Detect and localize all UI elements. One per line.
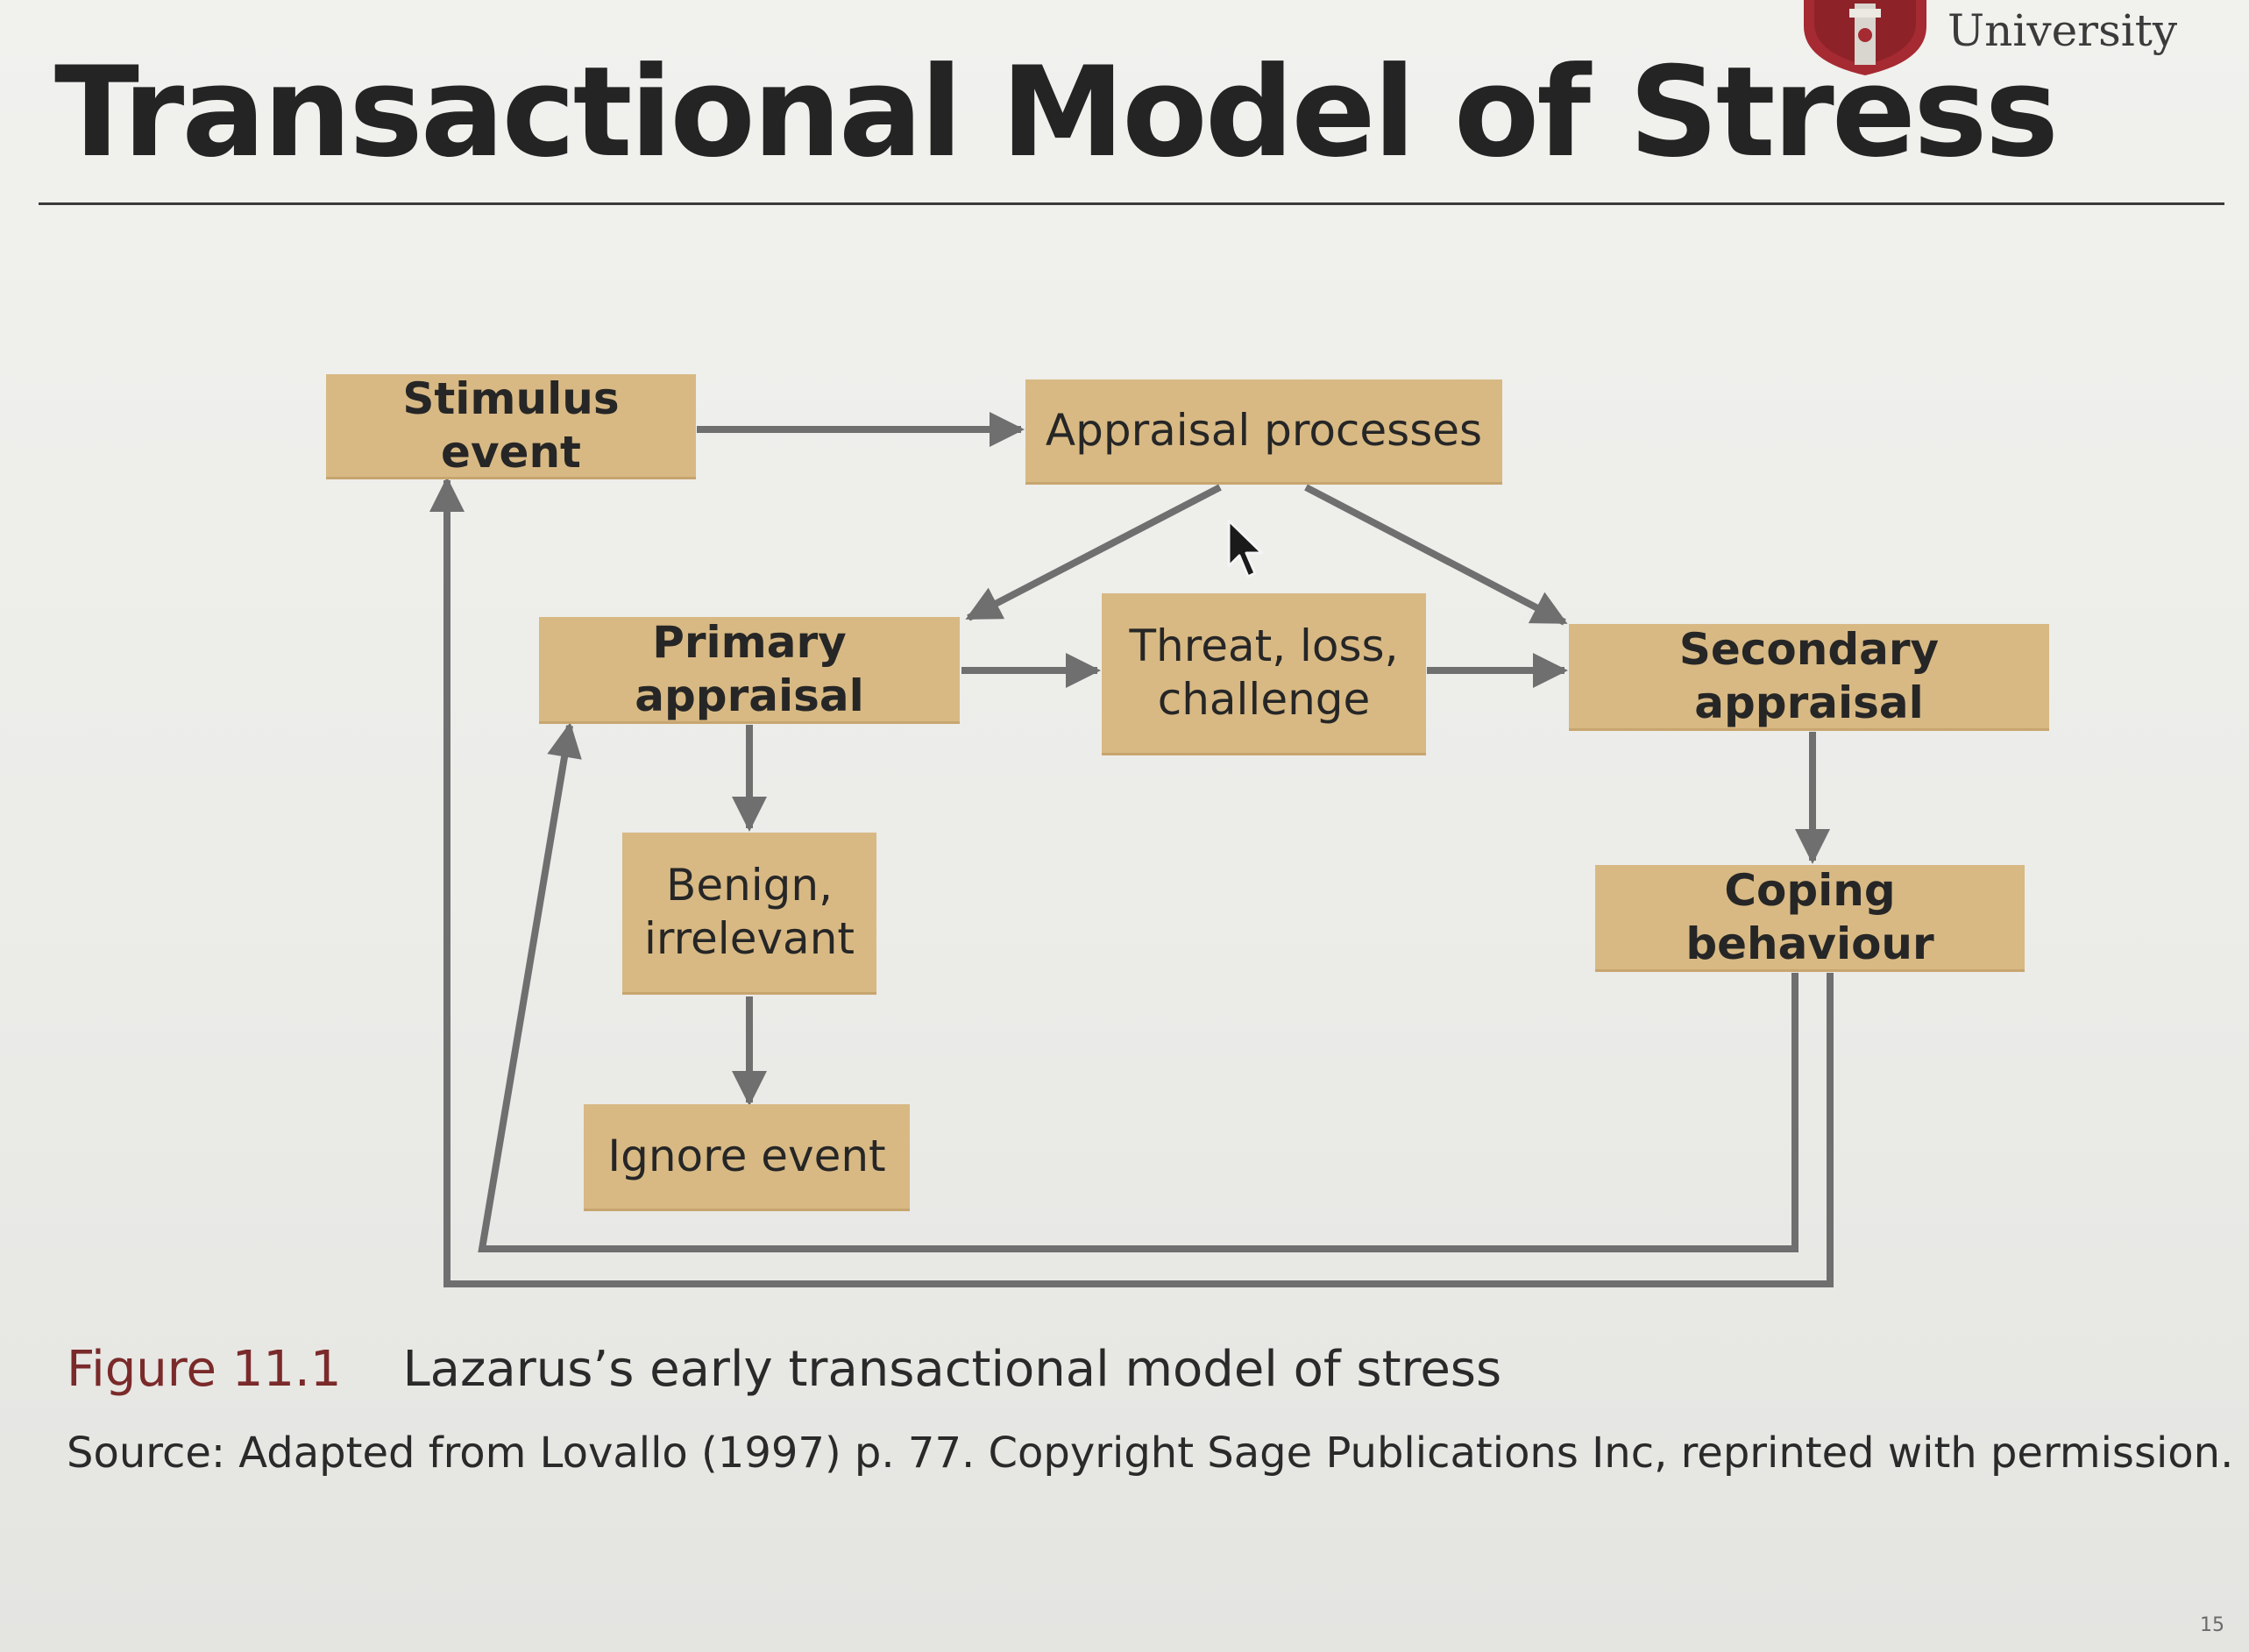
title-divider xyxy=(39,202,2224,205)
arrow-appraisal-to-secondary xyxy=(1304,484,1568,626)
node-ignore-event: Ignore event xyxy=(584,1104,910,1211)
node-benign-irrelevant: Benign, irrelevant xyxy=(622,833,876,995)
arrow-appraisal-to-primary xyxy=(965,484,1222,621)
figure-label: Figure 11.1 xyxy=(67,1341,342,1398)
feedback-coping-to-primary xyxy=(478,722,1798,1252)
node-stimulus-event: Stimulus event xyxy=(326,373,696,479)
node-threat-loss-challenge: Threat, loss, challenge xyxy=(1102,593,1426,755)
node-secondary-appraisal: Secondary appraisal xyxy=(1569,624,2049,731)
figure-caption: Figure 11.1 Lazarus’s early transactional… xyxy=(67,1341,1501,1398)
university-name: University xyxy=(1947,5,2178,56)
node-primary-appraisal: Primary appraisal xyxy=(539,617,960,724)
feedback-coping-to-stimulus xyxy=(429,477,1834,1287)
figure-source: Source: Adapted from Lovallo (1997) p. 7… xyxy=(67,1429,2234,1478)
university-logo-icon xyxy=(1804,0,1926,75)
node-appraisal-processes: Appraisal processes xyxy=(1025,379,1502,485)
mouse-cursor-icon xyxy=(1227,519,1264,578)
slide-number: 15 xyxy=(2200,1614,2224,1636)
node-coping-behaviour: Coping behaviour xyxy=(1595,865,2025,972)
figure-text: Lazarus’s early transactional model of s… xyxy=(402,1341,1502,1398)
slide-title: Transactional Model of Stress xyxy=(54,40,2059,185)
